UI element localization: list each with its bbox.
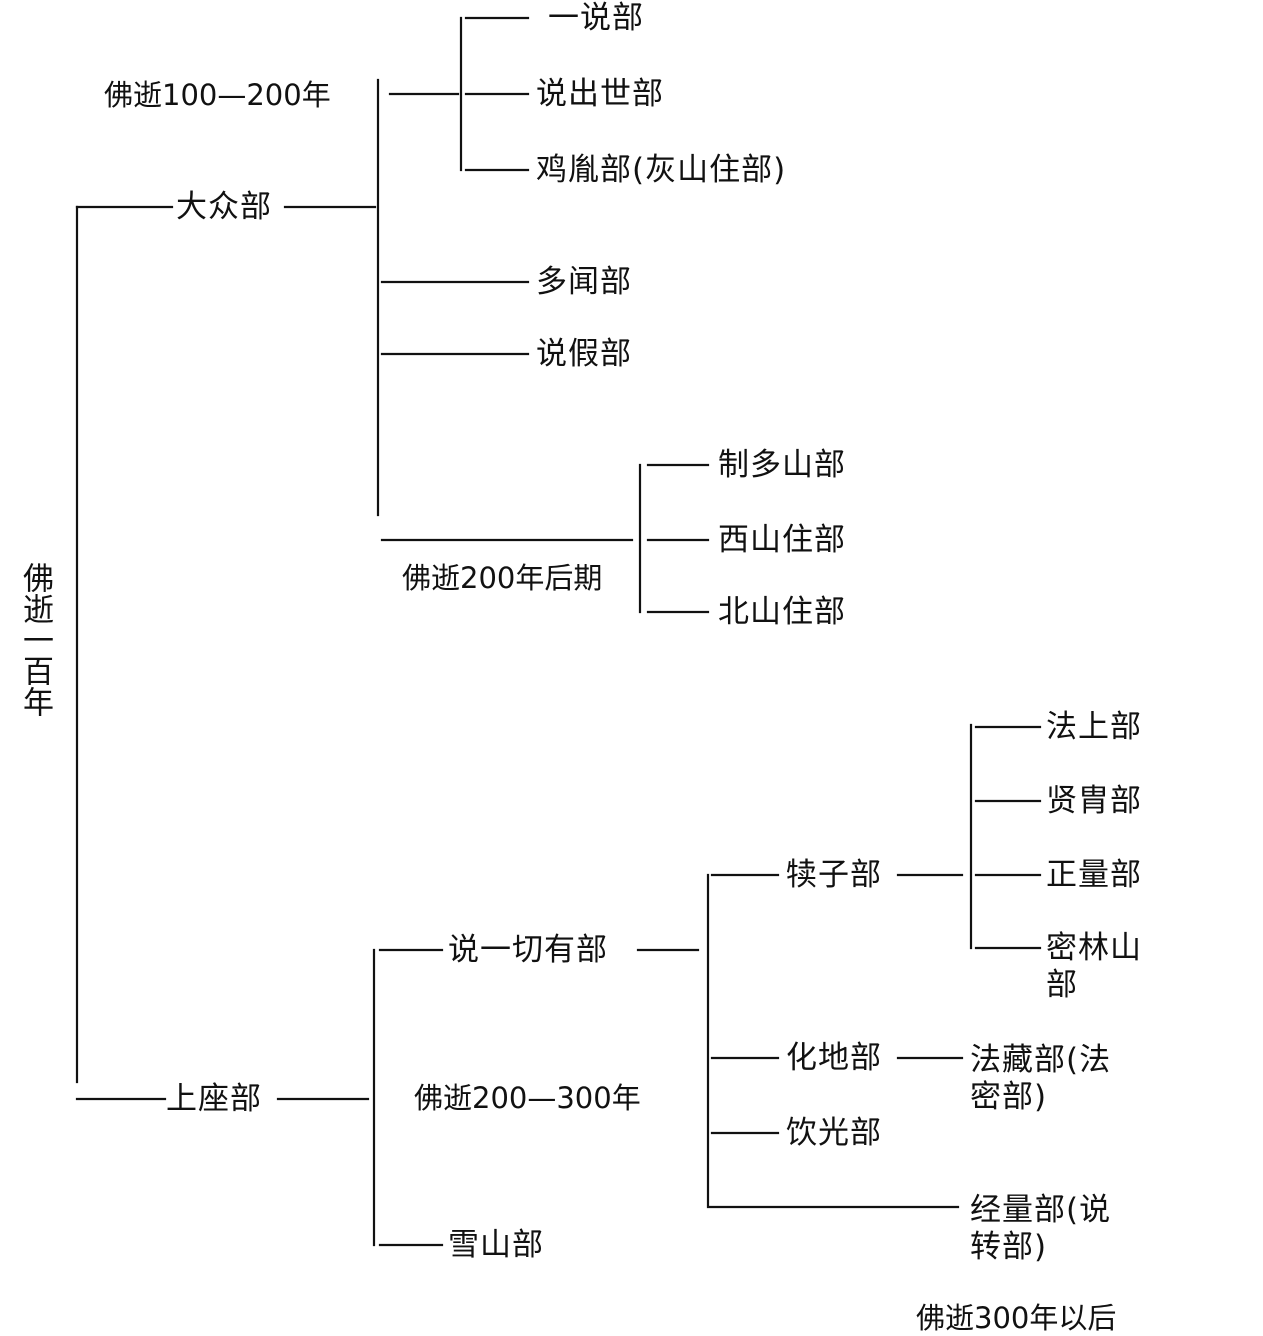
- node-bhadrayaniya: 贤胄部: [1046, 783, 1142, 819]
- node-sarvastivada: 说一切有部: [448, 932, 608, 968]
- later-period-label: 佛逝300年以后: [916, 1301, 1117, 1335]
- node-himavata: 雪山部: [448, 1227, 544, 1263]
- late-period-label: 佛逝200年后期: [402, 561, 603, 595]
- node-kaukutika: 鸡胤部(灰山住部): [536, 152, 787, 188]
- node-mahisasaka: 化地部: [786, 1040, 882, 1076]
- node-lokottaravada: 说出世部: [536, 76, 664, 112]
- node-sammitiya: 正量部: [1046, 857, 1142, 893]
- node-dharmottariya: 法上部: [1046, 709, 1142, 745]
- node-prajnaptivada: 说假部: [536, 336, 632, 372]
- node-vatsiputriya: 犊子部: [786, 857, 882, 893]
- node-bahusrutiya: 多闻部: [536, 264, 632, 300]
- node-aparasaila: 西山住部: [718, 522, 846, 558]
- node-uttarasaila: 北山住部: [718, 594, 846, 630]
- mahasanghika-label: 大众部: [176, 189, 272, 225]
- node-sautrantika: 经量部(说转部): [970, 1192, 1112, 1265]
- sthavira-label: 上座部: [166, 1081, 262, 1117]
- mahasanghika-period-label: 佛逝100—200年: [104, 78, 331, 112]
- root-label: 佛逝一百年: [17, 562, 53, 717]
- node-kasyapiya: 饮光部: [786, 1115, 882, 1151]
- node-channagirika: 密林山部: [1046, 930, 1142, 1003]
- node-ekavyavaharika: 一说部: [548, 0, 644, 36]
- node-dharmaguptaka: 法藏部(法密部): [970, 1042, 1112, 1115]
- sthavira-period-label: 佛逝200—300年: [414, 1081, 641, 1115]
- node-caitika: 制多山部: [718, 447, 846, 483]
